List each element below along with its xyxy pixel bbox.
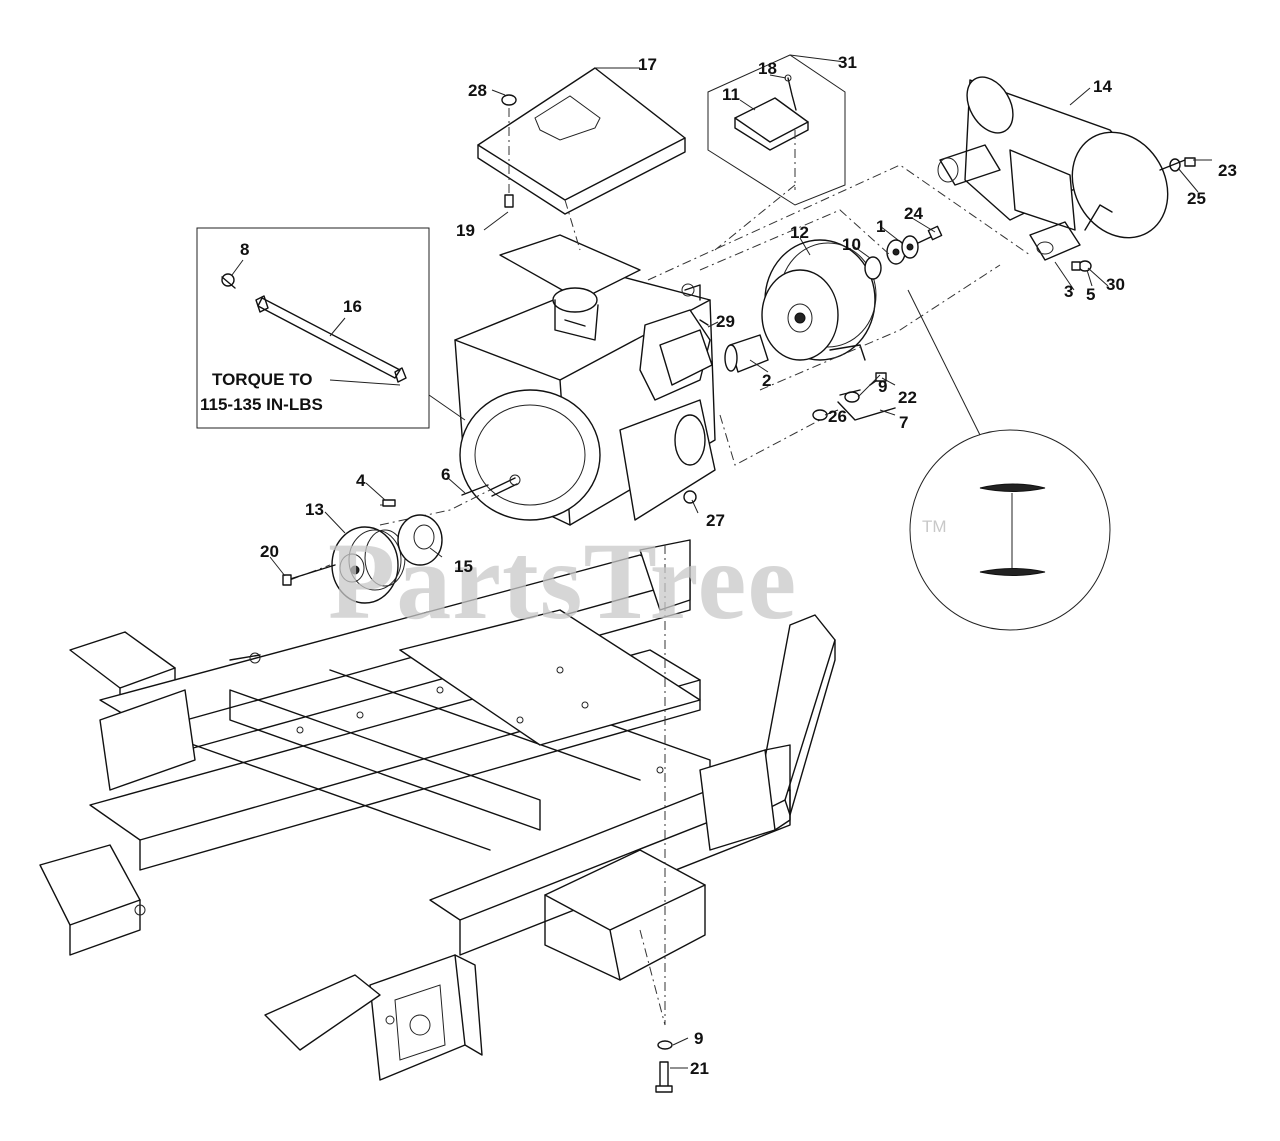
callout-2: 2 — [762, 371, 771, 390]
assembly-leader-lines — [289, 164, 1031, 1026]
callout-26: 26 — [828, 407, 847, 426]
small-fasteners — [282, 94, 1196, 1093]
callout-16: 16 — [343, 297, 362, 316]
watermark: PartsTree TM — [328, 517, 947, 642]
callout-28: 28 — [468, 81, 487, 100]
torque-note: TORQUE TO 115-135 IN-LBS — [200, 370, 323, 414]
callout-21: 21 — [690, 1059, 709, 1078]
callout-27: 27 — [706, 511, 725, 530]
callout-31: 31 — [838, 53, 857, 72]
watermark-text: PartsTree — [328, 520, 797, 642]
callout-9-lower: 9 — [694, 1029, 703, 1048]
heat-shield-17 — [477, 67, 686, 251]
callout-4: 4 — [356, 471, 366, 490]
callout-9-upper: 9 — [878, 377, 887, 396]
callout-8: 8 — [240, 240, 249, 259]
callout-1: 1 — [876, 217, 885, 236]
engine-assembly — [454, 234, 716, 526]
callout-12: 12 — [790, 223, 809, 242]
callout-7: 7 — [899, 413, 908, 432]
callout-30: 30 — [1106, 275, 1125, 294]
hub-15 — [397, 514, 443, 566]
callout-13: 13 — [305, 500, 324, 519]
callout-3: 3 — [1064, 282, 1073, 301]
callout-numbers: 1 2 3 4 5 6 7 8 9 9 10 11 12 13 14 15 16… — [240, 53, 1237, 1078]
torque-inset-box — [196, 227, 466, 429]
torque-note-line1: TORQUE TO — [212, 370, 312, 389]
callout-6: 6 — [441, 465, 450, 484]
torque-note-line2: 115-135 IN-LBS — [200, 395, 323, 414]
callout-25: 25 — [1187, 189, 1206, 208]
detail-circle — [907, 289, 1111, 631]
callout-19: 19 — [456, 221, 475, 240]
callout-10: 10 — [842, 235, 861, 254]
callout-leader-lines — [231, 54, 1212, 1069]
callout-5: 5 — [1086, 285, 1095, 304]
callout-14: 14 — [1093, 77, 1112, 96]
muffler-14 — [937, 76, 1169, 261]
callout-20: 20 — [260, 542, 279, 561]
callout-11: 11 — [722, 85, 740, 104]
callout-17: 17 — [638, 55, 657, 74]
watermark-trademark: TM — [922, 517, 947, 536]
callout-24: 24 — [904, 204, 923, 223]
callout-22: 22 — [898, 388, 917, 407]
clutch-12 — [724, 225, 943, 373]
callout-15: 15 — [454, 557, 473, 576]
callout-18: 18 — [758, 59, 777, 78]
callout-29: 29 — [716, 312, 735, 331]
callout-23: 23 — [1218, 161, 1237, 180]
